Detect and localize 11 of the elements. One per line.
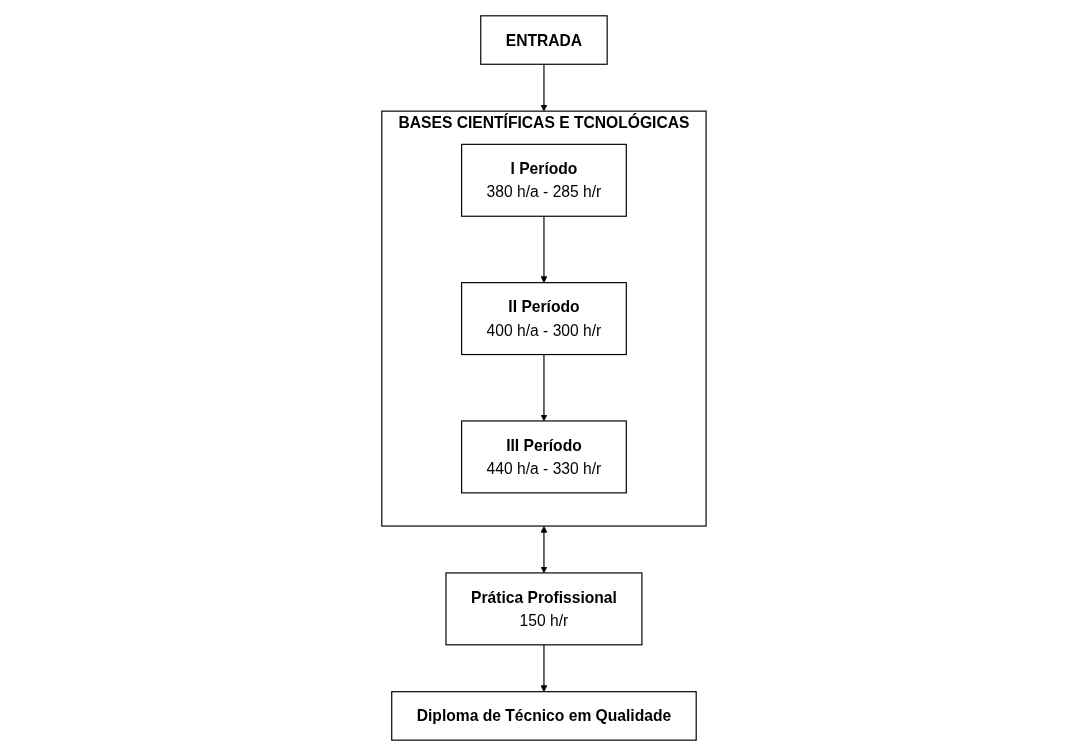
arrow bbox=[540, 353, 548, 422]
node-box: Prática Profissional 150 h/r bbox=[445, 572, 643, 646]
arrow bbox=[540, 644, 548, 693]
arrow bbox=[540, 215, 548, 283]
node-box: Diploma de Técnico em Qualidade bbox=[391, 691, 697, 741]
node-box: II Período 400 h/a - 300 h/r bbox=[461, 282, 627, 356]
node-box: I Período 380 h/a - 285 h/r bbox=[461, 143, 627, 217]
arrow bbox=[540, 63, 548, 112]
arrow bbox=[540, 526, 548, 574]
node-box: III Período 440 h/a - 330 h/r bbox=[461, 420, 627, 494]
node-box: ENTRADA bbox=[480, 15, 608, 65]
